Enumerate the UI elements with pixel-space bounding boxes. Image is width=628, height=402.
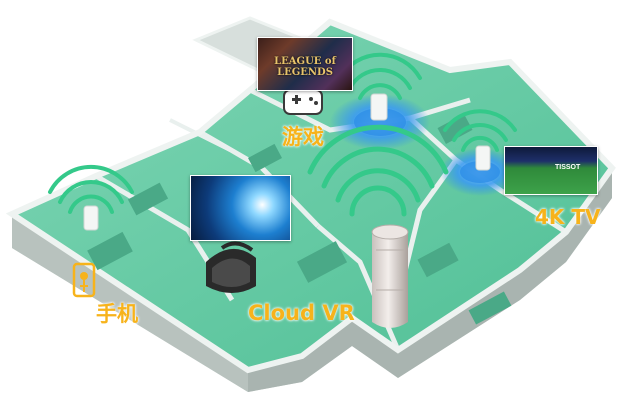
game-thumbnail: LEAGUE of LEGENDS xyxy=(257,37,353,91)
label-game: 游戏 xyxy=(282,125,324,149)
game-controller-icon xyxy=(283,89,323,115)
label-4k-tv: 4K TV xyxy=(535,205,601,229)
router-icon xyxy=(83,93,491,231)
tv-thumbnail: TISSOT xyxy=(504,146,598,195)
vr-headset-icon xyxy=(206,241,256,293)
label-phone: 手机 xyxy=(96,302,138,326)
main-router xyxy=(371,224,409,328)
phone-touch-icon xyxy=(72,262,96,298)
vr-thumbnail xyxy=(190,175,291,241)
game-logo-text: LEAGUE of LEGENDS xyxy=(274,56,336,78)
tv-ticker-text: TISSOT xyxy=(555,164,581,171)
label-cloud-vr: Cloud VR xyxy=(248,301,355,325)
